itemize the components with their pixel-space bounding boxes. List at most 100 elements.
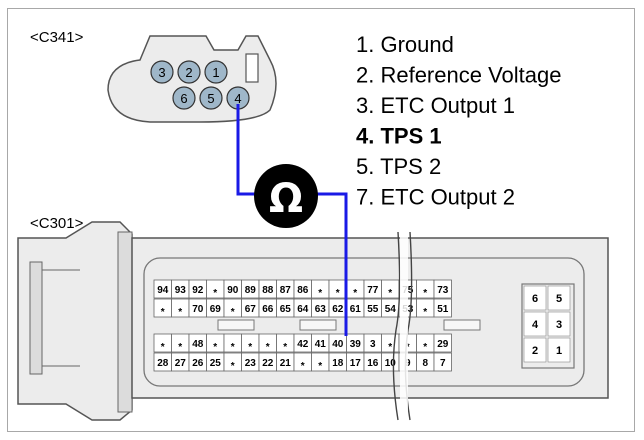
c301-pin-label: 51 [437,304,449,315]
c301-right-pin-cell [547,337,571,363]
c301-pin-label: 29 [437,339,449,350]
c301-pin-label: 94 [157,285,169,296]
c301-pin-label: 62 [332,304,344,315]
diagram-frame [7,8,635,432]
c301-empty-pin-marker: * [423,307,427,318]
c301-right-pin-label: 6 [532,293,538,305]
c301-pin-label: 65 [280,304,292,315]
c301-empty-pin-marker: * [353,288,357,299]
c301-empty-pin-marker: * [336,288,340,299]
c301-pin-label: 40 [332,339,344,350]
c341-pin-5 [199,86,223,110]
c301-pin-label: 8 [422,358,428,369]
c301-empty-pin-marker: * [231,342,235,353]
c301-pin-label: 18 [332,358,344,369]
ohmmeter-icon: Ω [254,164,318,228]
c301-pin-label: 55 [367,304,379,315]
c341-pin-label: 6 [180,91,187,106]
c301-pin-label: 64 [297,304,309,315]
c301-pin-label: 23 [245,358,257,369]
c301-pin-cell [433,333,452,353]
c301-pin-cell [433,352,452,372]
c301-pin-label: 21 [280,358,292,369]
c301-pin-label: 27 [175,358,187,369]
c301-pin-label: 89 [245,285,257,296]
c301-pin-label: 17 [350,358,362,369]
c301-pin-label: 69 [210,304,222,315]
c301-right-pin-cell [547,311,571,337]
c301-right-pin-cell [523,285,547,311]
legend-item: 2. Reference Voltage [356,63,561,88]
c301-empty-pin-marker: * [318,361,322,372]
c301-pin-label: 61 [350,304,362,315]
c341-pin-label: 4 [234,91,241,106]
ohm-symbol: Ω [269,176,303,222]
c301-pin-label: 93 [175,285,187,296]
c301-empty-pin-marker: * [266,342,270,353]
c301-pin-label: 16 [367,358,379,369]
c341-pin-label: 1 [212,65,219,80]
c301-pin-label: 92 [192,285,204,296]
c301-empty-pin-marker: * [231,307,235,318]
c301-empty-pin-marker: * [301,361,305,372]
c301-pin-label: 66 [262,304,274,315]
c301-pin-label: 10 [385,358,397,369]
c301-right-pin-cell [523,311,547,337]
c301-pin-label: 73 [437,285,449,296]
c341-pin-3 [150,60,174,84]
c301-empty-pin-marker: * [213,288,217,299]
c341-pin-group: 3 2 1 6 5 4 [150,60,250,110]
c341-pin-1 [204,60,228,84]
c301-empty-pin-marker: * [213,342,217,353]
c301-empty-pin-marker: * [178,307,182,318]
c301-right-pin-label: 3 [556,319,562,331]
c301-pin-cell [433,279,452,299]
c301-connector: 949392*9089888786***77*75*73**7069*67666… [17,221,609,421]
c301-pin-label: 3 [370,339,376,350]
legend-item: 5. TPS 2 [356,154,441,179]
c301-empty-pin-marker: * [161,342,165,353]
c301-pin-label: 77 [367,285,379,296]
c301-empty-pin-marker: * [178,342,182,353]
c301-pin-label: 41 [315,339,327,350]
c301-label: <C301> [30,215,84,232]
c301-right-pin-label: 2 [532,345,538,357]
c301-empty-pin-marker: * [318,288,322,299]
c341-pin-label: 5 [207,91,214,106]
c301-empty-pin-marker: * [248,342,252,353]
c301-pin-label: 67 [245,304,257,315]
c301-empty-pin-marker: * [423,288,427,299]
c301-pin-label: 48 [192,339,204,350]
c341-pin-label: 2 [185,65,192,80]
c301-right-pin-cell [547,285,571,311]
c341-pin-2 [177,60,201,84]
c301-pin-label: 39 [350,339,362,350]
c301-empty-pin-marker: * [231,361,235,372]
c301-pin-label: 25 [210,358,222,369]
pin-legend: 1. Ground 2. Reference Voltage 3. ETC Outp… [356,32,561,210]
c301-pin-label: 42 [297,339,309,350]
c301-pin-label: 28 [157,358,169,369]
c301-pin-label: 54 [385,304,397,315]
c301-pin-cell [433,298,452,318]
c301-right-pin-label: 5 [556,293,562,305]
c301-right-pin-label: 4 [532,319,539,331]
c301-empty-pin-marker: * [388,342,392,353]
c341-pin-label: 3 [158,65,165,80]
c301-right-pin-cell [523,337,547,363]
c301-pin-label: 22 [262,358,274,369]
c301-pin-label: 86 [297,285,309,296]
c301-pin-label: 90 [227,285,239,296]
legend-item: 4. TPS 1 [356,124,442,149]
legend-item: 1. Ground [356,32,454,57]
c301-pin-label: 70 [192,304,204,315]
legend-item: 7. ETC Output 2 [356,185,515,210]
c301-empty-pin-marker: * [283,342,287,353]
c301-pin-label: 7 [440,358,446,369]
c301-empty-pin-marker: * [388,288,392,299]
c341-connector: 3 2 1 6 5 4 [107,35,277,123]
legend-item: 3. ETC Output 1 [356,93,515,118]
